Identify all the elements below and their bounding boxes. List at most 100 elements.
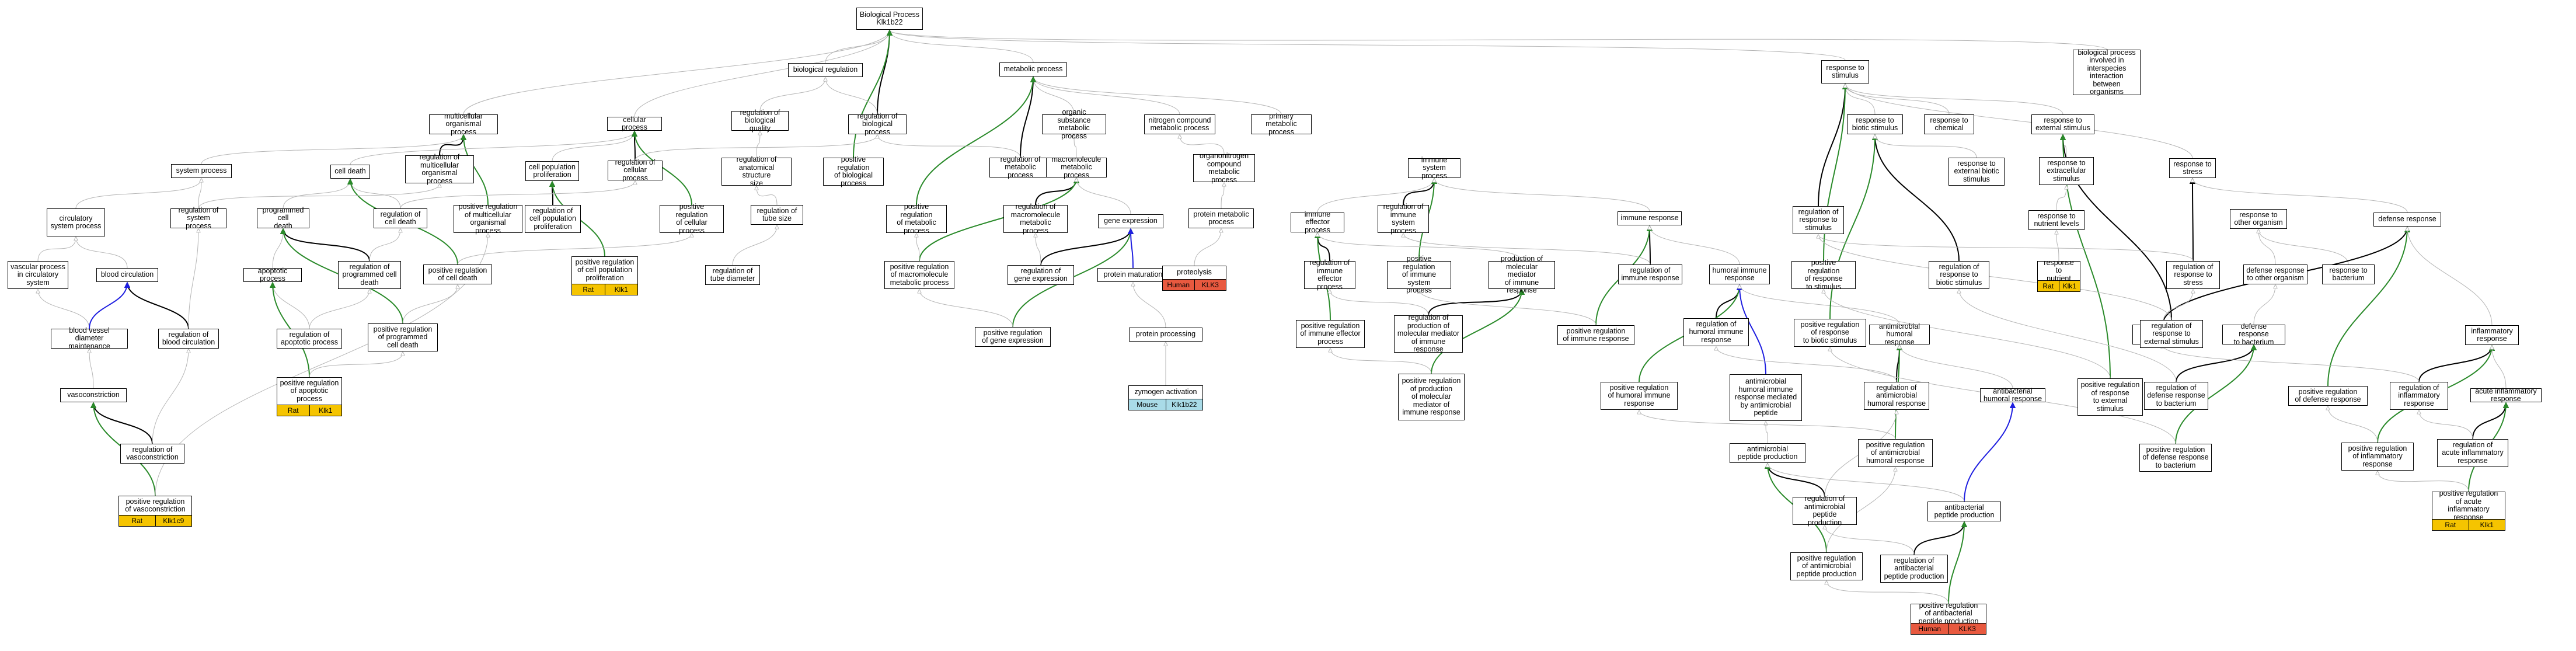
go-term-node-amhir[interactable]: antimicrobial humoral response	[1869, 322, 1930, 346]
go-term-node-dr[interactable]: defense response	[2373, 213, 2441, 227]
go-term-node-css[interactable]: circulatory system process	[47, 208, 105, 236]
go-term-node-pramhr[interactable]: positive regulation of antimicrobial hum…	[1858, 439, 1933, 467]
go-term-node-rhir[interactable]: regulation of humoral immune response	[1683, 318, 1749, 346]
go-term-node-ocmp[interactable]: organonitrogen compound metabolic proces…	[1193, 152, 1255, 183]
go-term-node-rcd[interactable]: regulation of cell death	[374, 208, 427, 228]
go-term-node-rrtstress[interactable]: regulation of response to stress	[2166, 261, 2220, 289]
go-term-node-bpii[interactable]: biological process involved in interspec…	[2073, 48, 2141, 96]
go-term-node-iep[interactable]: immune effector process	[1291, 210, 1344, 234]
go-term-node-ncmp[interactable]: nitrogen compound metabolic process	[1144, 114, 1215, 134]
go-term-node-prrtes[interactable]: positive regulation of response to exter…	[2077, 378, 2143, 416]
go-term-node-pm[interactable]: protein maturation	[1097, 268, 1169, 282]
go-term-node-prge[interactable]: positive regulation of gene expression	[975, 327, 1051, 347]
go-term-node-drtb[interactable]: defense response to bacterium	[2222, 322, 2285, 346]
go-term-node-rpcd[interactable]: regulation of programmed cell death	[338, 261, 401, 289]
go-term-node-racir[interactable]: regulation of acute inflammatory respons…	[2437, 439, 2508, 467]
go-term-node-prbp[interactable]: positive regulation of biological proces…	[823, 155, 884, 187]
go-term-node-prdr[interactable]: positive regulation of defense response	[2288, 386, 2368, 406]
go-term-node-ap[interactable]: apoptotic process	[243, 267, 302, 283]
go-term-node-rbq[interactable]: regulation of biological quality	[731, 109, 789, 133]
go-term-node-rtes[interactable]: response to external stimulus	[2031, 114, 2094, 134]
go-term-node-breg[interactable]: biological regulation	[788, 63, 863, 77]
go-term-node-prrts[interactable]: positive regulation of response to stimu…	[1791, 259, 1856, 290]
go-term-node-prcpp[interactable]: positive regulation of cell population p…	[571, 256, 638, 284]
go-term-node-mp[interactable]: metabolic process	[999, 62, 1067, 76]
go-term-node-ppcd[interactable]: positive regulation of programmed cell d…	[368, 323, 438, 351]
go-term-node-mcop[interactable]: multicellular organismal process	[429, 112, 498, 136]
go-term-node-pmmir[interactable]: production of molecular mediator of immu…	[1489, 255, 1555, 294]
go-term-node-prvc[interactable]: positive regulation of vasoconstriction	[118, 496, 192, 516]
go-term-node-rtb[interactable]: response to bacterium	[2322, 264, 2375, 284]
go-term-node-prmop[interactable]: positive regulation of multicellular org…	[454, 203, 522, 234]
go-term-node-rtecs[interactable]: response to extracellular stimulus	[2039, 157, 2094, 185]
go-term-node-prmetp[interactable]: positive regulation of metabolic process	[886, 203, 947, 234]
go-term-node-rtebs[interactable]: response to external biotic stimulus	[1948, 158, 2005, 186]
go-term-node-osmp[interactable]: organic substance metabolic process	[1042, 108, 1106, 140]
go-term-node-rap[interactable]: regulation of apoptotic process	[277, 329, 342, 349]
go-term-node-amp[interactable]: antimicrobial peptide production	[1730, 443, 1805, 463]
go-term-node-prmmp[interactable]: positive regulation of macromolecule met…	[884, 261, 954, 289]
go-term-node-mmp[interactable]: macromolecule metabolic process	[1046, 155, 1107, 179]
go-term-node-rsp[interactable]: regulation of system process	[170, 206, 226, 230]
go-term-node-infr[interactable]: inflammatory response	[2465, 325, 2519, 345]
go-term-node-prhir[interactable]: positive regulation of humoral immune re…	[1601, 382, 1678, 410]
go-term-node-risp[interactable]: regulation of immune system process	[1378, 203, 1429, 234]
go-term-node-cp[interactable]: cellular process	[607, 116, 662, 131]
go-term-node-bvdm[interactable]: blood vessel diameter maintenance	[51, 326, 128, 350]
go-term-node-prabpp[interactable]: positive regulation of antibacterial pep…	[1911, 601, 1986, 625]
go-term-node-rbp[interactable]: regulation of biological process	[848, 112, 907, 136]
go-term-node-rtoo[interactable]: response to other organism	[2230, 209, 2287, 229]
go-term-node-rtd[interactable]: regulation of tube diameter	[705, 265, 760, 285]
go-term-node-cd[interactable]: cell death	[330, 165, 370, 179]
go-term-node-rir[interactable]: regulation of immune response	[1618, 264, 1682, 284]
go-term-node-drtoo[interactable]: defense response to other organism	[2243, 264, 2307, 284]
go-term-node-rier[interactable]: regulation of immune effector process	[1304, 259, 1355, 290]
go-term-node-acir[interactable]: acute inflammatory response	[2470, 387, 2542, 403]
go-term-node-rtn[interactable]: response to nutrient	[2037, 259, 2080, 283]
go-term-node-cpp[interactable]: cell population proliferation	[525, 161, 579, 181]
go-term-node-prier[interactable]: positive regulation of immune effector p…	[1296, 320, 1365, 348]
go-term-node-prisp[interactable]: positive regulation of immune system pro…	[1387, 255, 1451, 294]
go-term-node-abhr[interactable]: antibacterial humoral response	[1980, 387, 2045, 403]
go-term-node-ge[interactable]: gene expression	[1098, 214, 1163, 228]
go-term-node-prot[interactable]: proteolysis	[1162, 266, 1226, 280]
go-term-node-rcpp[interactable]: regulation of cell population proliferat…	[525, 205, 581, 233]
go-term-node-rts2[interactable]: regulation of tube size	[751, 205, 803, 225]
go-term-node-rbc[interactable]: regulation of blood circulation	[158, 329, 219, 349]
go-term-node-rinfr[interactable]: regulation of inflammatory response	[2390, 382, 2448, 410]
go-term-node-rmetp[interactable]: regulation of metabolic process	[989, 155, 1051, 179]
go-term-node-ir[interactable]: immune response	[1618, 211, 1682, 225]
go-term-node-rtnl[interactable]: response to nutrient levels	[2028, 210, 2084, 230]
go-term-node-rrtes[interactable]: regulation of response to external stimu…	[2140, 320, 2203, 348]
go-term-node-hir[interactable]: humoral immune response	[1709, 264, 1770, 284]
go-term-node-zact[interactable]: zymogen activation	[1128, 385, 1203, 399]
go-term-node-rtbs[interactable]: response to biotic stimulus	[1847, 114, 1903, 134]
go-term-node-amhirp[interactable]: antimicrobial humoral immune response me…	[1730, 374, 1802, 421]
go-term-node-rtc[interactable]: response to chemical	[1924, 114, 1974, 134]
go-term-node-prap[interactable]: positive regulation of apoptotic process	[277, 377, 342, 405]
go-term-node-ramp[interactable]: regulation of antimicrobial peptide prod…	[1793, 495, 1857, 526]
go-term-node-prir[interactable]: positive regulation of immune response	[1557, 325, 1634, 345]
go-term-node-rpmmir[interactable]: regulation of production of molecular me…	[1394, 314, 1463, 353]
go-term-node-rmop[interactable]: regulation of multicellular organismal p…	[405, 153, 474, 184]
go-term-node-bc[interactable]: blood circulation	[96, 268, 158, 282]
go-term-node-prcp[interactable]: positive regulation of cellular process	[660, 203, 724, 234]
go-term-node-sp[interactable]: system process	[171, 164, 232, 178]
go-term-node-pmp[interactable]: primary metabolic process	[1251, 112, 1312, 136]
go-term-node-pcd[interactable]: programmed cell death	[257, 206, 309, 230]
go-term-node-rtstress[interactable]: response to stress	[2169, 158, 2216, 178]
go-term-node-abpp[interactable]: antibacterial peptide production	[1927, 502, 2001, 521]
go-term-node-ramhr[interactable]: regulation of antimicrobial humoral resp…	[1864, 382, 1929, 410]
go-term-node-prcd[interactable]: positive regulation of cell death	[423, 264, 492, 284]
go-term-node-isp[interactable]: immune system process	[1408, 156, 1460, 180]
go-term-node-vpcs[interactable]: vascular process in circulatory system	[8, 261, 68, 289]
go-term-node-rrtbs[interactable]: regulation of response to biotic stimulu…	[1929, 261, 1989, 289]
go-term-node-prrtbs[interactable]: positive regulation of response to bioti…	[1794, 319, 1866, 347]
go-term-node-prdrtb[interactable]: positive regulation of defense response …	[2139, 444, 2212, 472]
go-term-node-rge[interactable]: regulation of gene expression	[1008, 265, 1074, 285]
go-term-node-rcp[interactable]: regulation of cellular process	[608, 158, 663, 182]
go-term-node-pramp[interactable]: positive regulation of antimicrobial pep…	[1790, 552, 1863, 580]
go-term-node-rmmp[interactable]: regulation of macromolecule metabolic pr…	[1003, 203, 1068, 234]
go-term-node-rts[interactable]: response to stimulus	[1821, 60, 1869, 83]
go-term-node-rass[interactable]: regulation of anatomical structure size	[721, 155, 792, 187]
